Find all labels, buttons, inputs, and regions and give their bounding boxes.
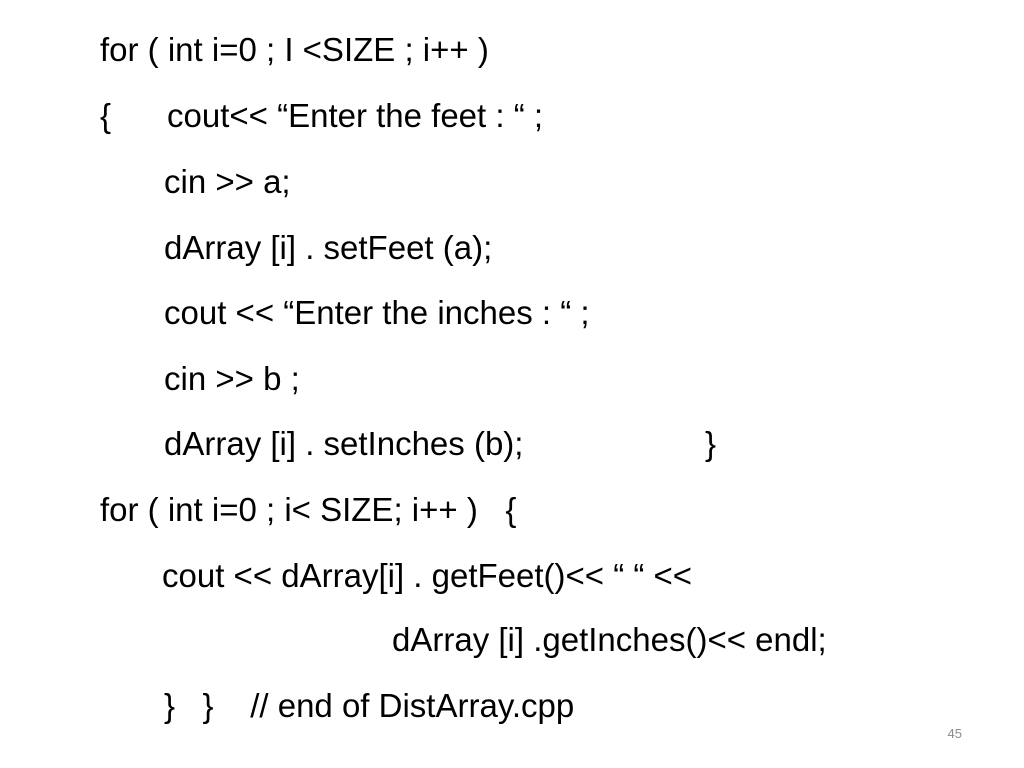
code-line-end-comment: } } // end of DistArray.cpp [164,687,575,724]
slide-page-number: 45 [947,726,962,741]
code-line-print-feet: cout << dArray[i] . getFeet()<< “ “ << [162,557,693,594]
code-line-print-inches: dArray [i] .getInches()<< endl; [392,621,827,658]
code-line-read-inches: cin >> b ; [164,360,300,397]
code-line-set-inches: dArray [i] . setInches (b);} [164,424,716,464]
close-brace: } [705,425,717,462]
set-inches-statement: dArray [i] . setInches (b); [164,425,524,462]
open-brace: { [100,97,112,134]
code-line-set-feet: dArray [i] . setFeet (a); [164,229,493,266]
code-line-prompt-inches: cout << “Enter the inches : “ ; [164,294,590,331]
code-line-for-loop-output: for ( int i=0 ; i< SIZE; i++ ) { [100,491,517,528]
code-line-open-brace-prompt-feet: { cout<< “Enter the feet : “ ; [100,96,543,136]
prompt-feet-statement: cout<< “Enter the feet : “ ; [167,97,544,134]
code-line-for-loop-input: for ( int i=0 ; I <SIZE ; i++ ) [100,31,489,68]
code-line-read-feet: cin >> a; [164,163,291,200]
